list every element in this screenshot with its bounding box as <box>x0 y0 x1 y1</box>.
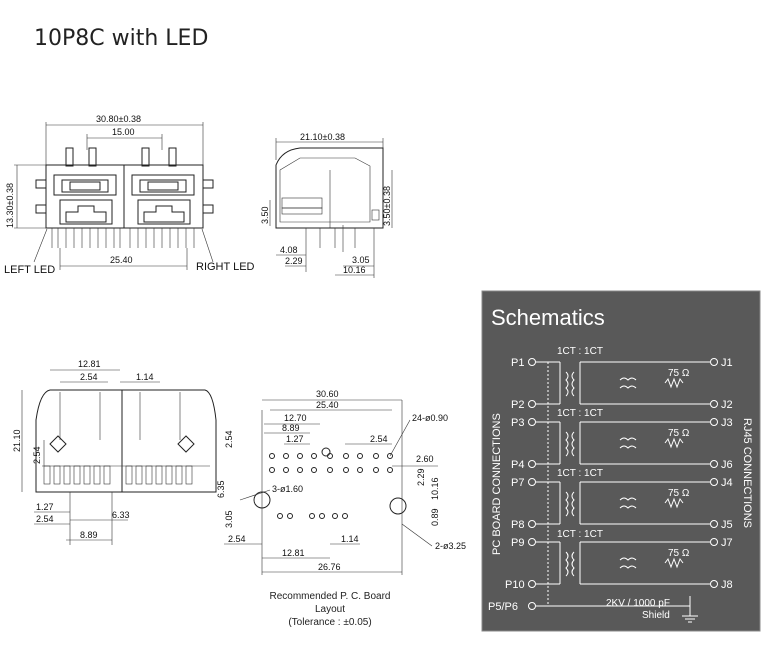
ratio-4: 1CT : 1CT <box>557 529 603 540</box>
dim-254l: 2.54 <box>228 534 246 544</box>
dim-b-height: 21.10 <box>12 429 22 452</box>
dim-2540: 25.40 <box>316 400 339 410</box>
dim-260: 2.60 <box>416 454 434 464</box>
pin-j1: J1 <box>721 357 733 369</box>
pin-p3: P3 <box>511 417 524 429</box>
dim-width: 30.80±0.38 <box>96 114 141 124</box>
pin-p5p6: P5/P6 <box>488 601 518 613</box>
pin-j7: J7 <box>721 537 733 549</box>
bottom-view: 12.81 2.54 1.14 21.10 2.54 <box>12 359 217 545</box>
dim-b-633: 6.33 <box>112 510 130 520</box>
ohm-4: 75 Ω <box>668 548 690 559</box>
pcb-note-line1: Recommended P. C. Board <box>269 591 391 602</box>
dim-d4: 10.16 <box>343 265 366 275</box>
pin-j2: J2 <box>721 399 733 411</box>
dim-635: 6.35 <box>216 480 226 498</box>
dim-b-889: 8.89 <box>80 530 98 540</box>
dim-1016: 10.16 <box>430 477 440 500</box>
dim-b-side: 2.54 <box>32 446 42 464</box>
dim-1270: 12.70 <box>284 413 307 423</box>
side-view: 21.10±0.38 3.50 3.50±0.38 4.08 2.29 3.05… <box>260 132 393 278</box>
pin-j4: J4 <box>721 477 733 489</box>
dim-b-114: 1.14 <box>136 372 154 382</box>
ratio-2: 1CT : 1CT <box>557 408 603 419</box>
dim-2676: 26.76 <box>318 562 341 572</box>
dim-d3: 3.05 <box>352 255 370 265</box>
pin-j5: J5 <box>721 519 733 531</box>
page-title: 10P8C with LED <box>34 26 209 51</box>
dim-229: 2.29 <box>416 468 426 486</box>
schematic-panel: Schematics PC BOARD CONNECTIONS RJ45 CON… <box>481 290 761 632</box>
dim-b-254b: 2.54 <box>36 514 54 524</box>
ohm-2: 75 Ω <box>668 428 690 439</box>
pcb-layout: 30.60 25.40 12.70 8.89 1.27 2.54 2.54 24… <box>216 389 466 575</box>
shield-label: Shield <box>642 610 670 621</box>
pcb-note-line3: (Tolerance : ±0.05) <box>288 617 372 628</box>
dim-depth: 21.10±0.38 <box>300 132 345 142</box>
pin-p8: P8 <box>511 519 524 531</box>
dim-pin-span: 25.40 <box>110 255 133 265</box>
pcb-note-line2: Layout <box>314 604 346 615</box>
pc-board-label: PC BOARD CONNECTIONS <box>491 413 503 555</box>
dim-d2: 2.29 <box>285 256 303 266</box>
pin-p9: P9 <box>511 537 524 549</box>
ohm-1: 75 Ω <box>668 368 690 379</box>
cap-label: 2KV / 1000 pF <box>606 598 670 609</box>
pin-j6: J6 <box>721 459 733 471</box>
pin-p7: P7 <box>511 477 524 489</box>
dim-h2: 3.50±0.38 <box>382 186 392 226</box>
pin-j3: J3 <box>721 417 733 429</box>
left-led-label: LEFT LED <box>4 264 55 276</box>
pin-p4: P4 <box>511 459 524 471</box>
dim-089: 0.89 <box>430 508 440 526</box>
hole-big: 2-ø3.25 <box>435 541 466 551</box>
schematic-title: Schematics <box>491 305 605 330</box>
ratio-3: 1CT : 1CT <box>557 468 603 479</box>
pin-p10: P10 <box>505 579 525 591</box>
dim-305: 3.05 <box>224 510 234 528</box>
dim-1281: 12.81 <box>282 548 305 558</box>
dim-b-127: 1.27 <box>36 502 54 512</box>
dim-pitch: 15.00 <box>112 127 135 137</box>
pin-j8: J8 <box>721 579 733 591</box>
dim-b-254: 2.54 <box>80 372 98 382</box>
rj45-label: RJ45 CONNECTIONS <box>741 418 753 528</box>
dim-d1: 4.08 <box>280 245 298 255</box>
hole-small: 24-ø0.90 <box>412 413 448 423</box>
pin-p2: P2 <box>511 399 524 411</box>
dim-height: 13.30±0.38 <box>5 183 15 228</box>
dim-h1: 3.50 <box>260 206 270 224</box>
dim-b-top: 12.81 <box>78 359 101 369</box>
hole-mid: 3-ø1.60 <box>272 484 303 494</box>
pcb-note: Recommended P. C. Board Layout (Toleranc… <box>260 590 400 629</box>
dim-3060: 30.60 <box>316 389 339 399</box>
ohm-3: 75 Ω <box>668 488 690 499</box>
dim-114: 1.14 <box>341 534 359 544</box>
front-view: 30.80±0.38 15.00 13.30±0.38 <box>4 114 255 276</box>
dim-254r: 2.54 <box>370 434 388 444</box>
ratio-1: 1CT : 1CT <box>557 346 603 357</box>
pin-p1: P1 <box>511 357 524 369</box>
right-led-label: RIGHT LED <box>196 261 255 273</box>
dim-889: 8.89 <box>282 423 300 433</box>
dim-254: 2.54 <box>224 430 234 448</box>
dim-127: 1.27 <box>286 434 304 444</box>
